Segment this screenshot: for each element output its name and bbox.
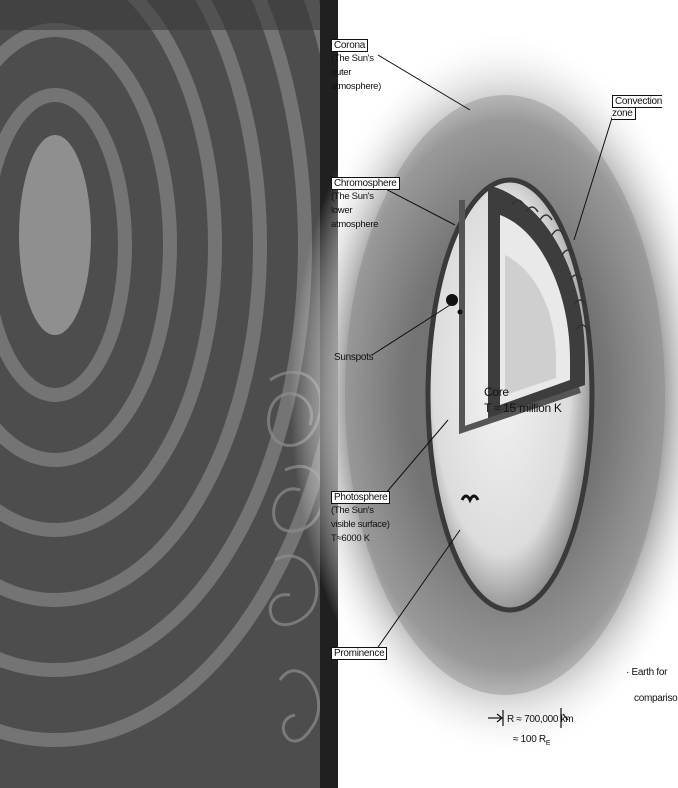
- photosphere-desc-2: visible surface): [331, 518, 390, 532]
- corona-title: Corona: [331, 39, 368, 52]
- chromosphere-desc: (The Sun's lower atmosphere: [331, 190, 391, 232]
- chromosphere-title: Chromosphere: [331, 177, 400, 190]
- chromosphere-label: Chromosphere (The Sun's lower atmosphere: [331, 178, 400, 232]
- radius-sub-text: ≈ 100 RE: [507, 730, 573, 754]
- corona-label: Corona (The Sun's outer atmosphere): [331, 40, 391, 94]
- photosphere-desc-1: (The Sun's: [331, 504, 390, 518]
- radius-text: R ≈ 700,000 km: [507, 710, 573, 730]
- sunspots-label: Sunspots: [334, 352, 373, 364]
- convection-zone-label: Convection zone: [612, 96, 678, 120]
- photosphere-label: Photosphere (The Sun's visible surface) …: [331, 492, 390, 546]
- radius-sub-main: ≈ 100 R: [513, 734, 546, 745]
- radius-sub-index: E: [546, 740, 550, 747]
- earth-text-2: comparison: [626, 686, 678, 712]
- core-label: Core T ≈ 15 million K: [484, 384, 562, 416]
- photosphere-title: Photosphere: [331, 491, 390, 504]
- sunspot-marker: [446, 294, 458, 306]
- core-title: Core: [484, 384, 562, 400]
- corona-desc: (The Sun's outer atmosphere): [331, 52, 391, 94]
- photosphere-temp: T≈6000 K: [331, 532, 390, 546]
- radius-label: R ≈ 700,000 km ≈ 100 RE: [507, 710, 573, 754]
- earth-text-1: · Earth for: [626, 660, 678, 686]
- prominence-title: Prominence: [331, 647, 387, 660]
- earth-comparison-label: · Earth for comparison: [626, 660, 678, 712]
- core-temp: T ≈ 15 million K: [484, 400, 562, 416]
- prominence-label: Prominence: [331, 648, 387, 660]
- convection-zone-title: Convection zone: [612, 95, 662, 120]
